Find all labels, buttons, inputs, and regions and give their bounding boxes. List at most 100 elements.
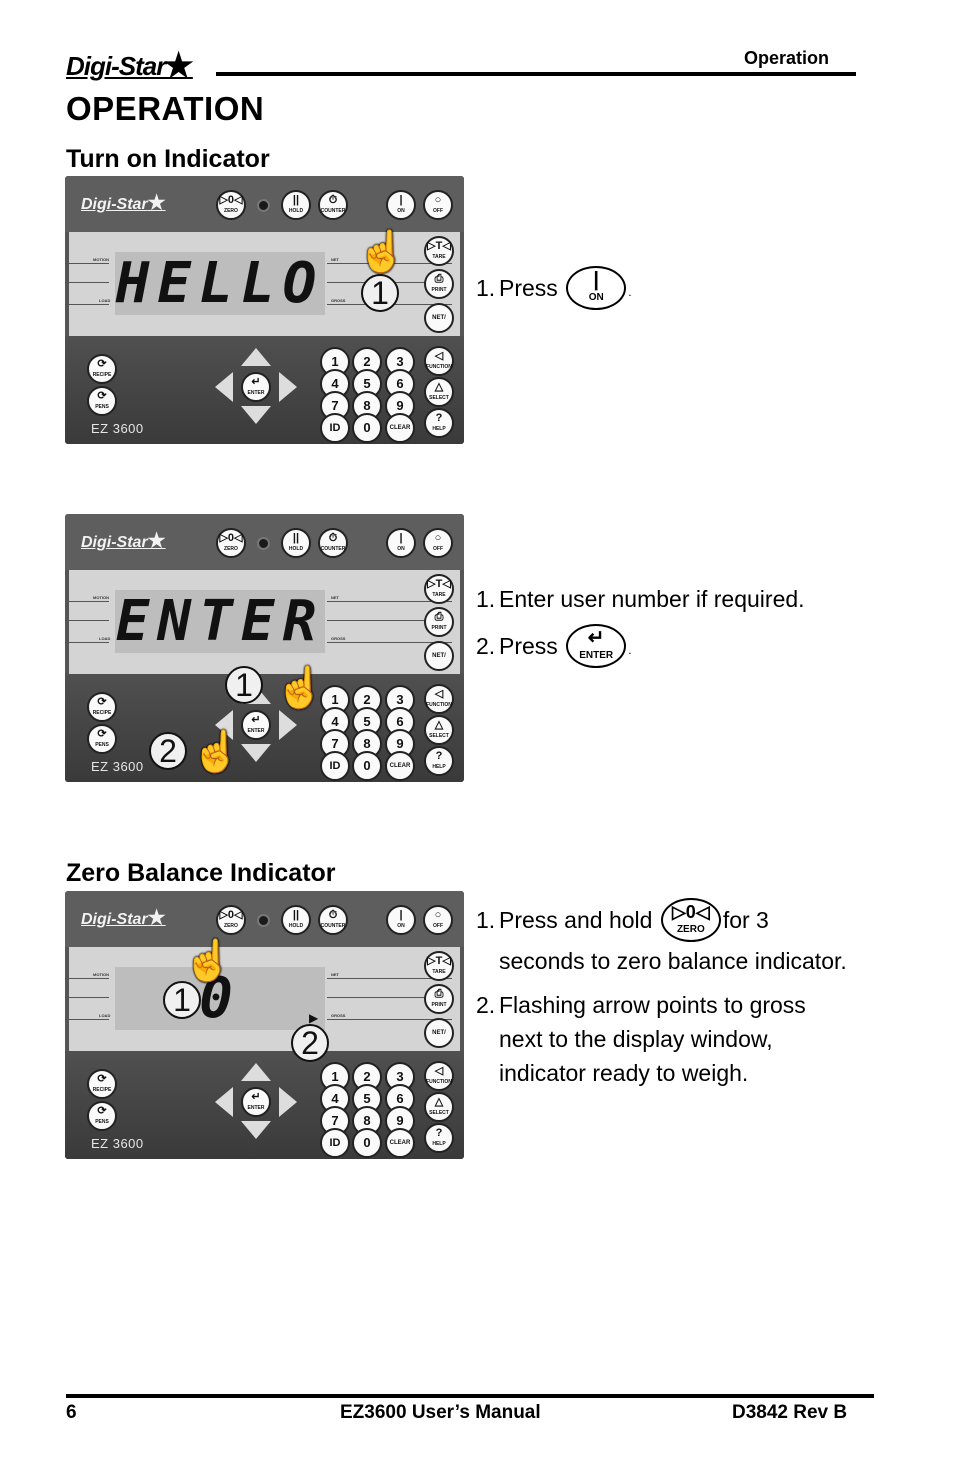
status-led (257, 914, 270, 927)
instruction-turn-on-1: 1.Press |ON. (476, 266, 632, 312)
keypad-key-0: 0 (352, 751, 382, 781)
zero-button: ▷0◁ZERO (216, 190, 246, 220)
gross-arrow-icon: ▶ (309, 1011, 319, 1025)
net-gross-button: NET/ GROSS (424, 303, 454, 347)
header-rule (216, 72, 856, 76)
document-id: D3842 Rev B (732, 1402, 848, 1423)
clear-button: CLEAR (385, 413, 415, 443)
select-button: △SELECT (424, 1092, 454, 1122)
zero-button: ▷0◁ZERO (216, 905, 246, 935)
keypad-key-0: 0 (352, 1128, 382, 1158)
on-button: |ON (386, 528, 416, 558)
off-button: ○OFF (423, 528, 453, 558)
keypad-key-0: 0 (352, 413, 382, 443)
pointing-hand-icon: ☝ (183, 939, 233, 983)
enter-button: ↵ENTER (241, 710, 271, 740)
panel-logo: Digi-Star★ (81, 530, 166, 552)
on-button: |ON (386, 905, 416, 935)
timer-counter-button: ⏱COUNTER (318, 528, 348, 558)
pointing-hand-icon: ☝ (275, 666, 325, 710)
lcd-display: HELLO (115, 251, 325, 316)
recipe-button: ⟳RECIPE (87, 1069, 117, 1099)
model-label: EZ 3600 (91, 759, 144, 774)
clear-button: CLEAR (385, 751, 415, 781)
recipe-button: ⟳RECIPE (87, 354, 117, 384)
section-title-zero-balance: Zero Balance Indicator (66, 859, 336, 887)
section-title-turn-on: Turn on Indicator (66, 145, 270, 173)
status-led (257, 537, 270, 550)
right-arrow-icon (279, 710, 297, 740)
callout-2: 2 (291, 1024, 329, 1062)
panel-logo: Digi-Star★ (81, 907, 166, 929)
left-arrow-icon (215, 710, 233, 740)
callout-2: 2 (149, 732, 187, 770)
timer-counter-button: ⏱COUNTER (318, 905, 348, 935)
enter-button: ↵ENTER (241, 372, 271, 402)
indicator-panel-zero: Digi-Star★ ▷0◁ZERO ||HOLD⏱COUNTER |ON○OFF MO… (65, 891, 464, 1159)
select-button: △SELECT (424, 715, 454, 745)
left-arrow-icon (215, 1087, 233, 1117)
down-arrow-icon (241, 1121, 271, 1139)
print-button: ⎙PRINT (424, 607, 454, 637)
help-button: ?HELP (424, 1123, 454, 1153)
callout-1: 1 (361, 274, 399, 312)
manual-title: EZ3600 User’s Manual (340, 1402, 541, 1423)
up-arrow-icon (241, 1063, 271, 1081)
pointing-hand-icon: ☝ (357, 230, 407, 274)
footer-rule (66, 1394, 874, 1398)
hold-button: ||HOLD (281, 905, 311, 935)
timer-counter-button: ⏱COUNTER (318, 190, 348, 220)
right-arrow-icon (279, 1087, 297, 1117)
tare-button: ▷T◁TARE (424, 574, 454, 604)
hold-button: ||HOLD (281, 190, 311, 220)
net-gross-button: NET/ GROSS (424, 641, 454, 685)
header-section-title: Operation (744, 48, 830, 68)
lcd-display: ENTER (115, 589, 325, 654)
id-button: ID (320, 1128, 350, 1158)
panel-logo: Digi-Star★ (81, 192, 166, 214)
pens-button: ⟳PENS (87, 1101, 117, 1131)
left-arrow-icon (215, 372, 233, 402)
clear-button: CLEAR (385, 1128, 415, 1158)
page-number: 6 (66, 1402, 77, 1423)
help-button: ?HELP (424, 408, 454, 438)
id-button: ID (320, 413, 350, 443)
pens-button: ⟳PENS (87, 386, 117, 416)
lcd-display: 0 (115, 967, 325, 1030)
star-icon: ★ (163, 47, 194, 85)
zero-button-icon: ▷0◁ZERO (660, 898, 721, 942)
pens-button: ⟳PENS (87, 724, 117, 754)
enter-button-icon: ↵ENTER (566, 624, 627, 668)
instruction-enter-2: 2.Press ↵ENTER. (476, 624, 632, 670)
function-button: ◁FUNCTION (424, 684, 454, 714)
model-label: EZ 3600 (91, 1136, 144, 1151)
off-button: ○OFF (423, 905, 453, 935)
recipe-button: ⟳RECIPE (87, 692, 117, 722)
callout-1: 1 (163, 981, 201, 1019)
page-title: OPERATION (66, 90, 265, 127)
print-button: ⎙PRINT (424, 984, 454, 1014)
zero-button: ▷0◁ZERO (216, 528, 246, 558)
off-button: ○OFF (423, 190, 453, 220)
down-arrow-icon (241, 744, 271, 762)
enter-button: ↵ENTER (241, 1087, 271, 1117)
net-gross-button: NET/ GROSS (424, 1018, 454, 1062)
instruction-enter-1: 1.Enter user number if required. (476, 586, 805, 612)
function-button: ◁FUNCTION (424, 1061, 454, 1091)
right-arrow-icon (279, 372, 297, 402)
id-button: ID (320, 751, 350, 781)
up-arrow-icon (241, 348, 271, 366)
tare-button: ▷T◁TARE (424, 951, 454, 981)
down-arrow-icon (241, 406, 271, 424)
function-button: ◁FUNCTION (424, 346, 454, 376)
hold-button: ||HOLD (281, 528, 311, 558)
indicator-panel-enter: Digi-Star★ ▷0◁ZERO ||HOLD⏱COUNTER |ON○OFF MO… (65, 514, 464, 782)
instruction-zero-2: 2.Flashing arrow points to gross next to… (476, 992, 806, 1086)
print-button: ⎙PRINT (424, 269, 454, 299)
callout-1: 1 (225, 666, 263, 704)
select-button: △SELECT (424, 377, 454, 407)
